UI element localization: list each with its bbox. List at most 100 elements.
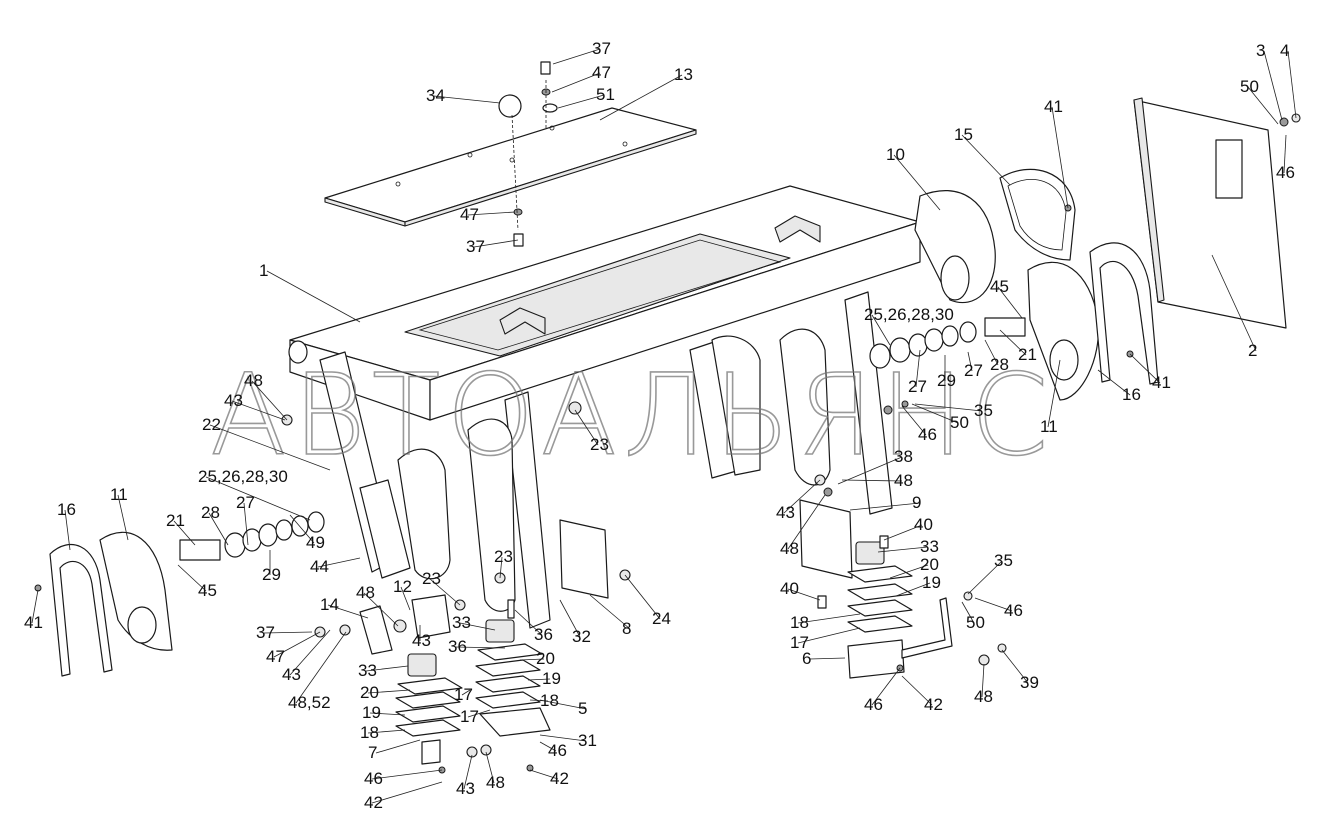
callout-label: 46: [364, 769, 383, 788]
callout-label: 25,26,28,30: [864, 305, 954, 324]
leader-line: [365, 665, 409, 672]
callout-label: 2: [1248, 341, 1257, 360]
leader-line: [787, 588, 821, 601]
leader-line: [915, 349, 921, 388]
callout-label: 48: [974, 687, 993, 706]
leader-line: [433, 95, 501, 104]
leader-line: [624, 574, 661, 620]
leader-line: [911, 403, 959, 424]
callout-label: 48: [244, 371, 263, 390]
callout-label: 9: [912, 493, 921, 512]
callout-label: 48: [894, 471, 913, 490]
callout-label: 29: [262, 565, 281, 584]
leader-line: [841, 479, 903, 482]
leader-line: [974, 597, 1013, 612]
callout-label: 16: [57, 500, 76, 519]
leader-line: [539, 734, 587, 742]
leader-line: [871, 667, 901, 706]
leader-line: [961, 601, 975, 624]
leader-line: [557, 94, 605, 109]
callout-label: 37: [466, 237, 485, 256]
callout-label: 43: [224, 391, 243, 410]
callout-label: 46: [548, 741, 567, 760]
callout-label: 36: [448, 637, 467, 656]
callout-label: 35: [994, 551, 1013, 570]
callout-label: 35: [974, 401, 993, 420]
leader-line: [371, 769, 443, 780]
leader-line: [467, 709, 491, 718]
callout-label: 31: [578, 731, 597, 750]
callout-label: 19: [922, 573, 941, 592]
leader-line: [893, 154, 941, 211]
leader-line: [1247, 86, 1279, 125]
callout-label: 28: [990, 355, 1009, 374]
callout-label: 39: [1020, 673, 1039, 692]
leader-line: [999, 329, 1027, 356]
callout-label: 16: [1122, 385, 1141, 404]
leader-line: [1283, 134, 1287, 174]
callout-leaders: [31, 48, 1297, 804]
left-flange-11: [99, 531, 173, 651]
leader-line: [797, 613, 861, 624]
leader-line: [901, 675, 933, 706]
callout-label: 19: [542, 669, 561, 688]
callout-label: 46: [1004, 601, 1023, 620]
callout-label: 48: [486, 773, 505, 792]
callout-label: 51: [596, 85, 615, 104]
leader-line: [295, 631, 347, 704]
leader-line: [1129, 353, 1161, 384]
callout-label: 27: [908, 377, 927, 396]
leader-line: [551, 72, 601, 93]
leader-line: [967, 560, 1003, 595]
right-cover-plate: [1133, 97, 1287, 329]
leader-line: [877, 546, 929, 553]
bracket-14: [359, 605, 393, 655]
callout-label: 47: [266, 647, 285, 666]
leader-line: [514, 609, 543, 636]
leader-line: [1051, 106, 1069, 209]
callout-label: 23: [590, 435, 609, 454]
callout-label: 48: [780, 539, 799, 558]
left-mount-stack: [395, 653, 463, 765]
callout-label: 43: [282, 665, 301, 684]
leader-line: [529, 699, 549, 702]
callout-label: 3: [1256, 41, 1265, 60]
callout-label: 25,26,28,30: [198, 467, 288, 486]
main-frame: [288, 185, 921, 629]
leader-line: [177, 564, 207, 592]
leader-line: [273, 631, 321, 658]
leader-line: [117, 494, 129, 541]
callout-label: 32: [572, 627, 591, 646]
callout-label: 40: [780, 579, 799, 598]
callout-label: 37: [592, 39, 611, 58]
leader-line: [1001, 649, 1029, 684]
callout-label: 40: [914, 515, 933, 534]
leader-line: [459, 622, 496, 631]
leader-line: [467, 211, 516, 216]
leader-line: [327, 604, 369, 619]
callout-label: 42: [924, 695, 943, 714]
leader-line: [837, 456, 903, 485]
top-bolt-set: [511, 61, 558, 247]
leader-line: [499, 556, 503, 579]
callout-label: 46: [918, 425, 937, 444]
callout-label: 44: [310, 557, 329, 576]
leader-line: [243, 502, 249, 546]
callout-label: 27: [236, 493, 255, 512]
leader-line: [527, 678, 551, 681]
callout-label: 17: [460, 707, 479, 726]
leader-line: [263, 631, 313, 634]
leader-line: [552, 48, 601, 65]
callout-label: 20: [360, 683, 379, 702]
leader-line: [984, 339, 999, 366]
side-plates: [397, 328, 853, 612]
leader-line: [266, 270, 361, 323]
leader-line: [205, 476, 311, 521]
leader-line: [367, 729, 406, 734]
leader-line: [809, 657, 846, 660]
callout-label: 5: [578, 699, 587, 718]
callout-label: 4: [1280, 41, 1289, 60]
callout-label: 17: [790, 633, 809, 652]
